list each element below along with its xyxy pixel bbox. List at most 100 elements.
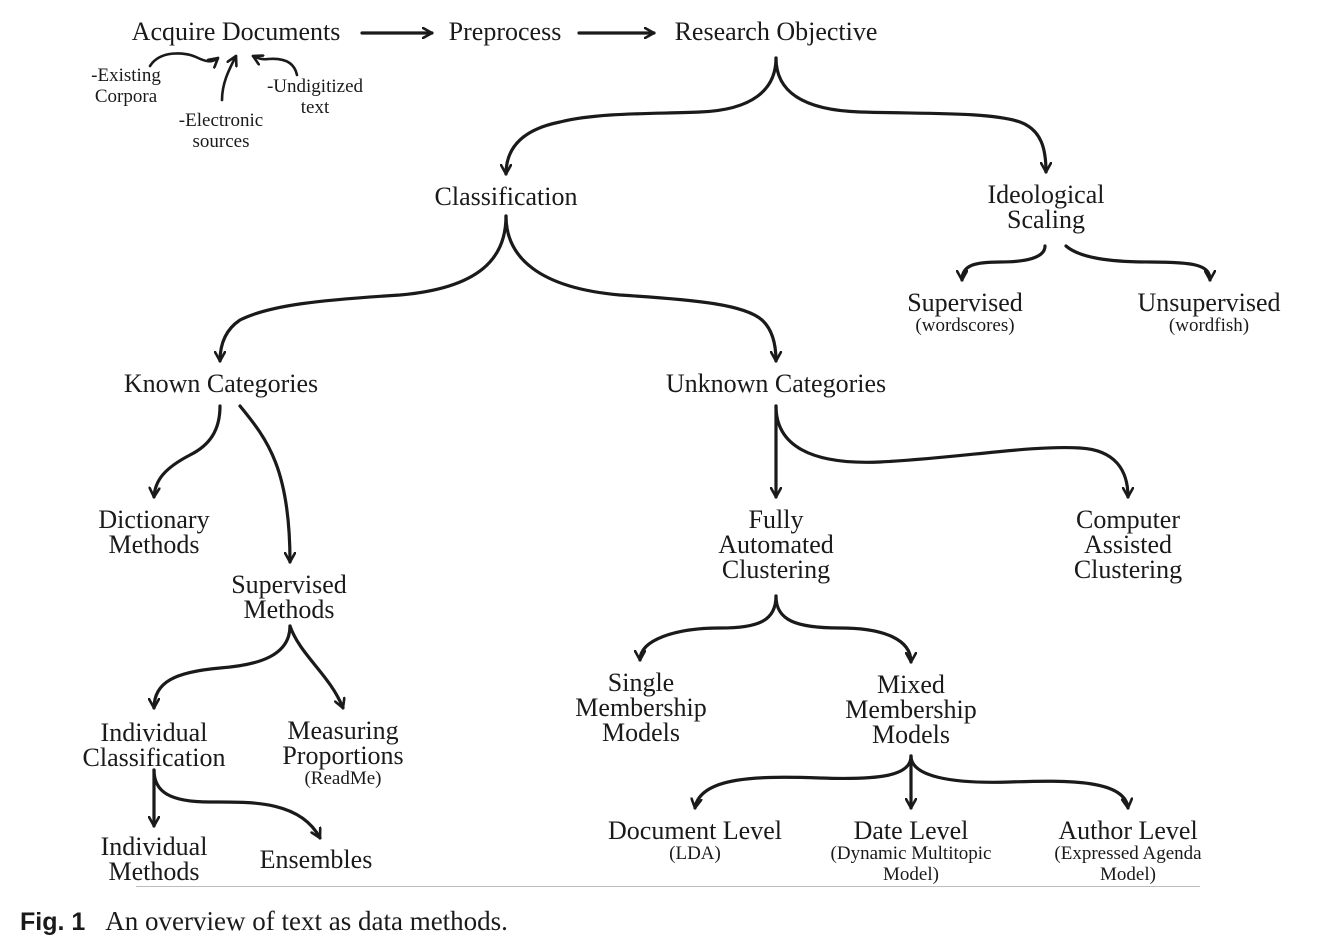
node-sublabel-line: (LDA) — [669, 843, 721, 864]
node-classification: Classification — [434, 182, 578, 211]
node-acquire-documents: Acquire Documents — [131, 17, 341, 46]
node-sublabel-line: (Expressed Agenda — [1054, 843, 1202, 864]
source-label-line: text — [300, 97, 330, 118]
node-label-line: Membership — [845, 695, 977, 724]
node-label-line: Scaling — [1006, 205, 1085, 234]
node-unsupervised-wordfish: Unsupervised(wordfish) — [1137, 288, 1281, 337]
node-label-line: Document Level — [608, 816, 782, 845]
node-sublabel-line: Model) — [1100, 864, 1156, 885]
node-sublabel-line: Model) — [883, 864, 939, 885]
arrow-fully-to-single — [640, 594, 778, 662]
arrow-fully-to-mixed — [774, 594, 911, 664]
node-label-line: Assisted — [1083, 530, 1173, 559]
source-label-line: -Electronic — [178, 110, 264, 131]
node-label-line: Clustering — [721, 555, 831, 584]
node-label-line: Unknown Categories — [665, 369, 887, 398]
arrow-ideological-to-unsupervised — [1064, 244, 1210, 282]
node-label-line: Clustering — [1073, 555, 1183, 584]
node-unknown-categories: Unknown Categories — [665, 369, 887, 398]
node-label-line: Proportions — [282, 741, 404, 770]
node-label-line: Methods — [108, 857, 200, 886]
node-ensembles: Ensembles — [259, 845, 373, 874]
node-label-line: Classification — [434, 182, 578, 211]
source-label-line: -Undigitized — [266, 76, 364, 97]
source-label-line: sources — [192, 131, 250, 152]
caption-divider — [136, 886, 1200, 887]
node-label-line: Dictionary — [98, 505, 210, 534]
node-label-line: Date Level — [853, 816, 969, 845]
arrow-known-to-supervised — [238, 404, 290, 564]
node-label-line: Individual — [100, 718, 208, 747]
node-label-line: Author Level — [1058, 816, 1198, 845]
node-label-line: Supervised — [907, 288, 1023, 317]
source-label-line: Corpora — [94, 86, 158, 107]
node-supervised-wordscores: Supervised(wordscores) — [907, 288, 1023, 337]
arrow-ideological-to-supervised — [962, 244, 1047, 282]
node-label-line: Known Categories — [123, 369, 319, 398]
figure-label: Fig. 1 — [20, 908, 86, 936]
node-label-line: Acquire Documents — [131, 17, 341, 46]
arrow-known-to-dictionary — [154, 404, 222, 499]
node-sublabel-line: (wordfish) — [1168, 315, 1250, 336]
arrow-research-to-classification — [506, 56, 778, 176]
node-label-line: Methods — [108, 530, 200, 559]
node-document-level: Document Level(LDA) — [608, 816, 782, 865]
node-label-line: Mixed — [877, 670, 945, 699]
figure-caption: Fig. 1 An overview of text as data method… — [20, 904, 508, 939]
arrow-unknown-to-computer — [774, 404, 1128, 499]
arrow-classification-to-unknown — [504, 214, 776, 363]
node-preprocess: Preprocess — [448, 17, 562, 46]
node-label-line: Single — [607, 668, 675, 697]
arrow-undigitized-to-acquire — [253, 56, 299, 77]
node-label-line: Ideological — [987, 180, 1105, 209]
arrow-supervised-to-individual-classification — [154, 624, 292, 710]
arrow-supervised-to-measuring — [288, 624, 343, 710]
arrow-research-to-ideological — [774, 56, 1046, 174]
node-label-line: Unsupervised — [1137, 288, 1281, 317]
node-label-line: Research Objective — [674, 17, 878, 46]
node-label-line: Automated — [718, 530, 834, 559]
node-label-line: Methods — [243, 595, 335, 624]
node-sublabel-line: (wordscores) — [915, 315, 1015, 336]
arrow-mixed-to-document — [695, 754, 913, 810]
node-label-line: Supervised — [231, 570, 347, 599]
node-label-line: Preprocess — [448, 17, 562, 46]
node-label-line: Fully — [748, 505, 804, 534]
node-label-line: Models — [601, 718, 680, 747]
node-sublabel-line: (ReadMe) — [304, 768, 382, 789]
node-label-line: Computer — [1076, 505, 1180, 534]
arrow-existing-to-acquire — [148, 52, 220, 66]
arrow-electronic-to-acquire — [220, 54, 236, 102]
source-label-line: -Existing — [91, 65, 161, 86]
node-label-line: Membership — [575, 693, 707, 722]
figure-caption-text: An overview of text as data methods. — [105, 906, 508, 936]
node-research-objective: Research Objective — [674, 17, 878, 46]
node-sublabel-line: (Dynamic Multitopic — [830, 843, 992, 864]
arrow-classification-to-known — [220, 214, 508, 363]
node-label-line: Individual — [100, 832, 208, 861]
node-label-line: Measuring — [287, 716, 399, 745]
node-label-line: Ensembles — [259, 845, 373, 874]
arrow-ic-to-ensembles — [152, 768, 322, 840]
node-label-line: Models — [871, 720, 950, 749]
node-known-categories: Known Categories — [123, 369, 319, 398]
arrow-mixed-to-author — [909, 754, 1128, 810]
node-label-line: Classification — [82, 743, 226, 772]
